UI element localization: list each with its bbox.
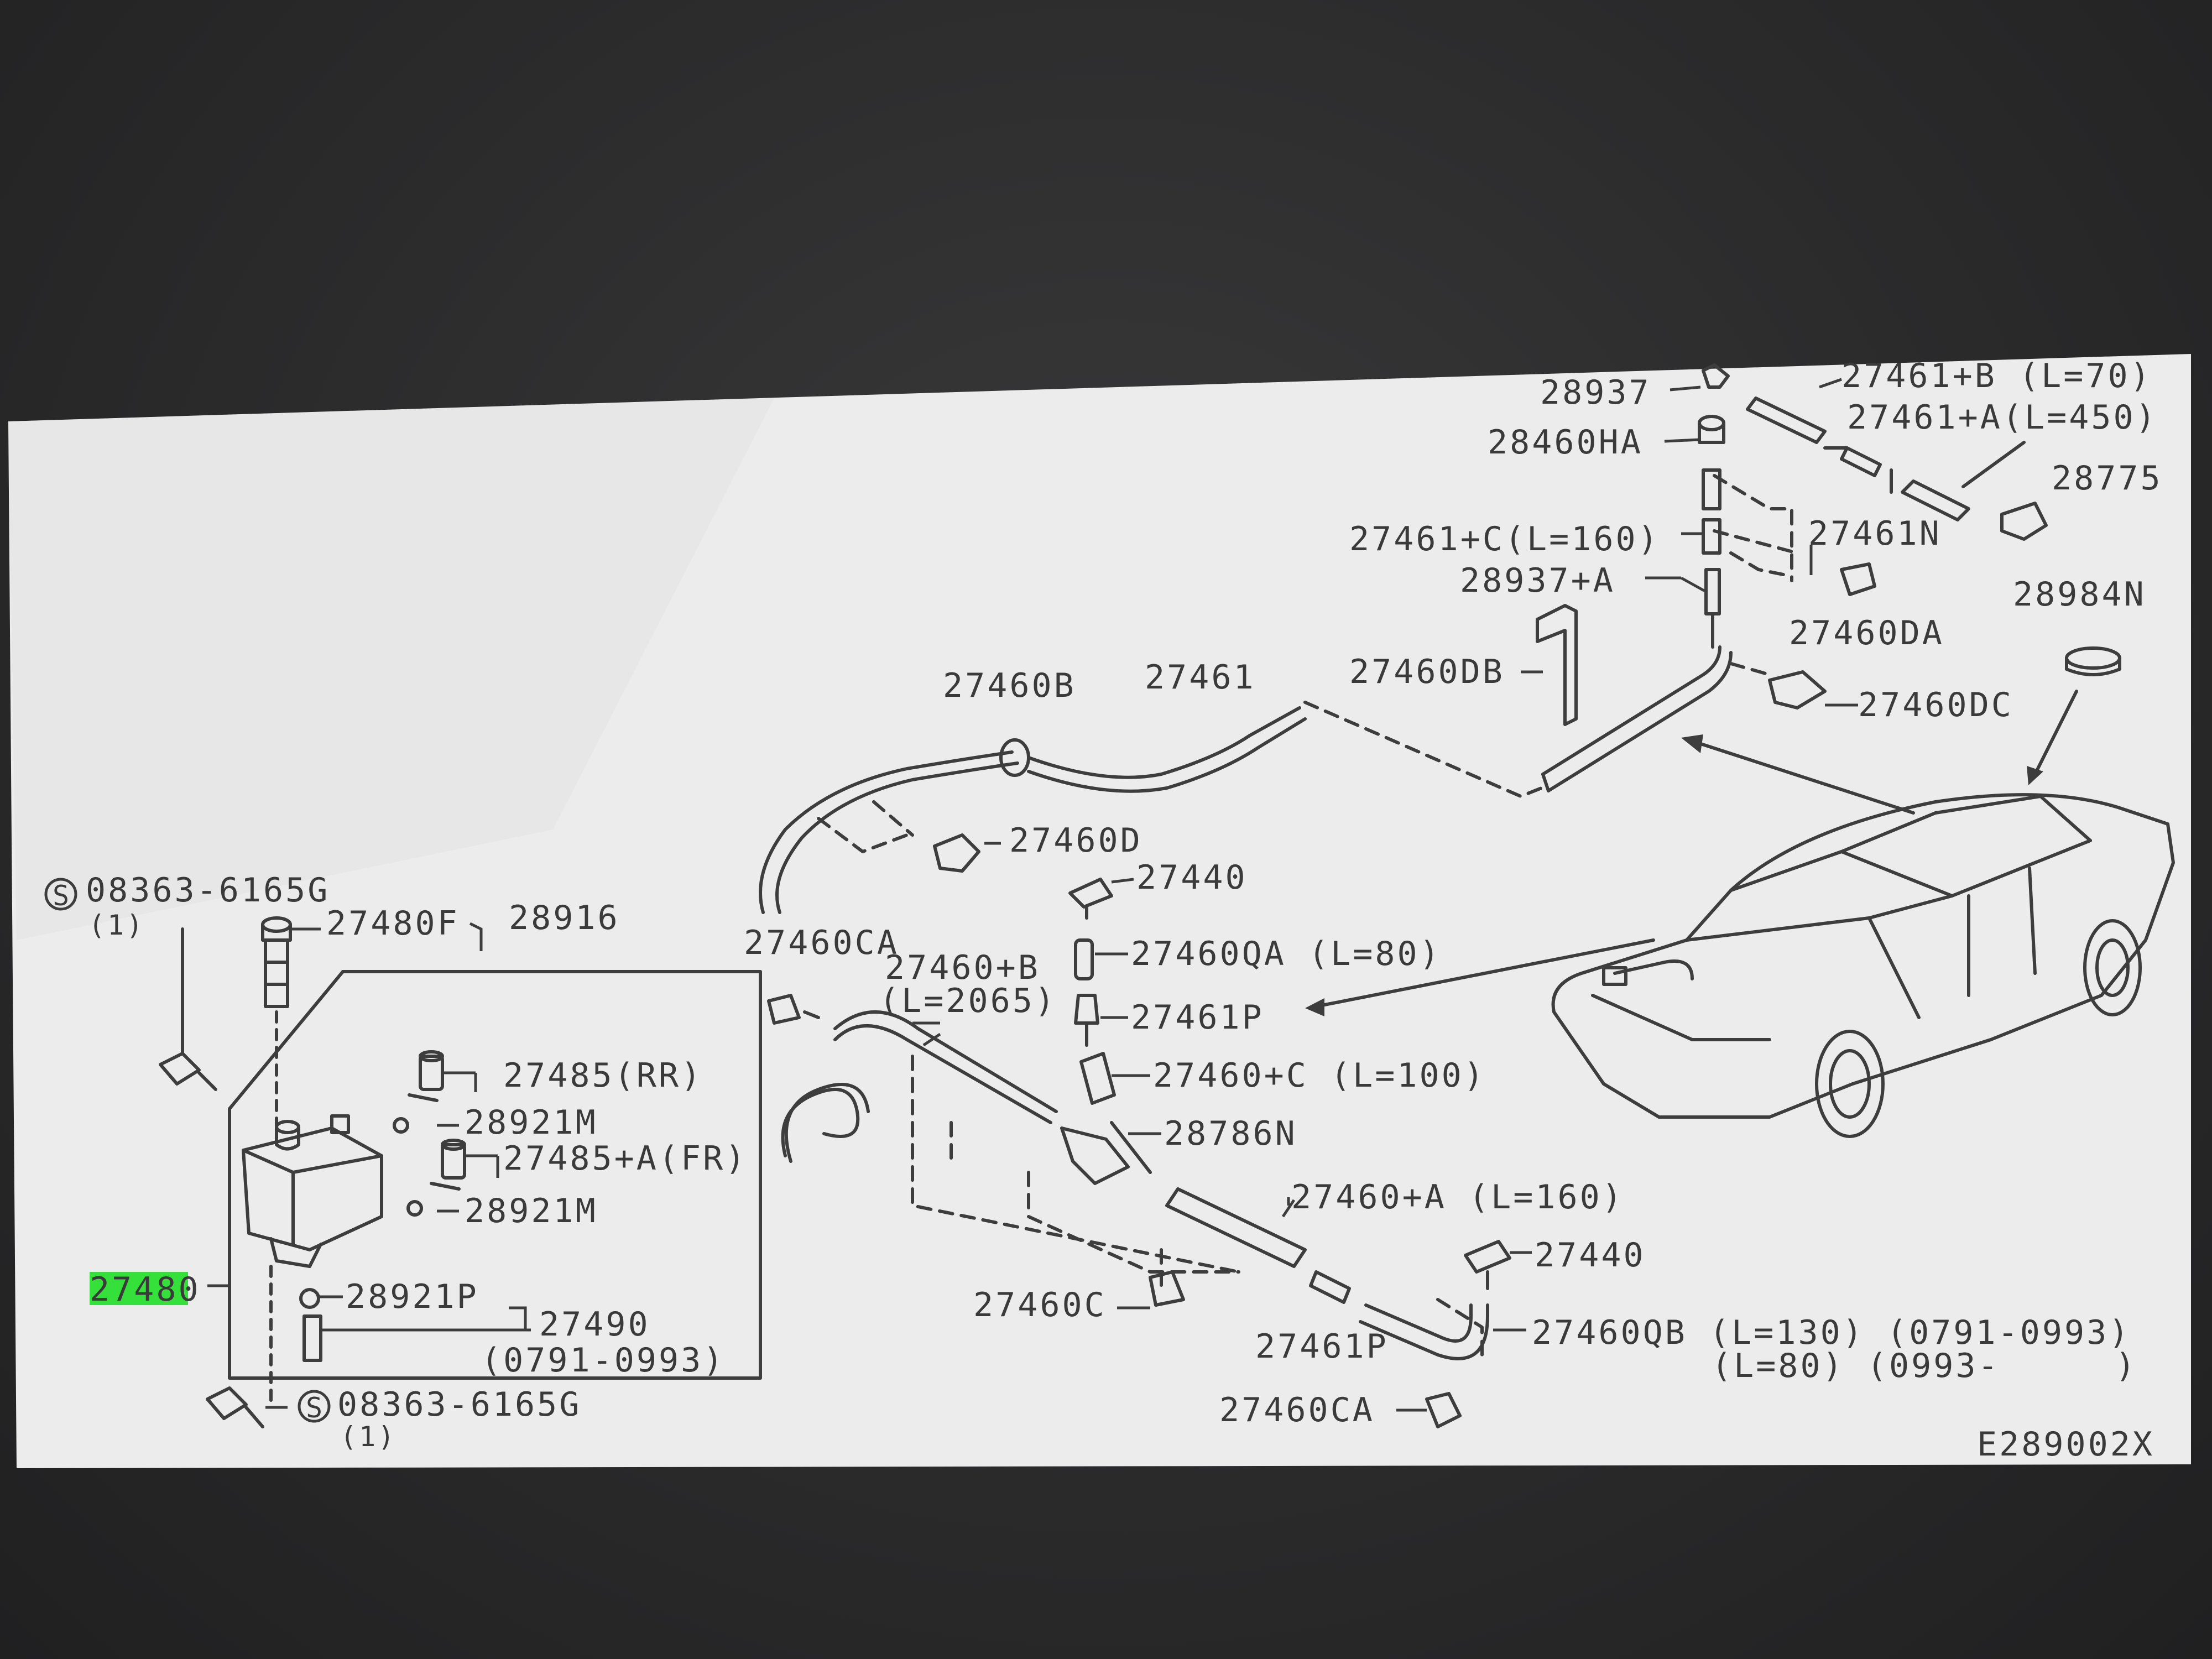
label-08363-top: 08363-6165G: [86, 871, 330, 910]
label-28937-a: 28937+A: [1460, 561, 1615, 600]
label-27485-a: 27485+A(FR): [503, 1139, 747, 1178]
label-28786n: 28786N: [1164, 1114, 1297, 1153]
label-27460c: 27460C: [973, 1286, 1107, 1324]
label-27440-top: 27440: [1136, 858, 1248, 897]
label-28775: 28775: [2052, 459, 2163, 498]
label-27460d: 27460D: [1009, 821, 1142, 860]
label-28921m-1: 28921M: [465, 1103, 598, 1142]
filler-neck-drawing: [261, 916, 292, 1008]
svg-text:S: S: [306, 1392, 322, 1424]
connector-27461n: [1840, 446, 1882, 477]
label-28916: 28916: [509, 899, 620, 937]
label-27460ca-bot: 27460CA: [1219, 1391, 1375, 1430]
label-28921p: 28921P: [346, 1277, 479, 1316]
bolt-bottom-drawing: [206, 1386, 264, 1428]
s-symbol-top: S: [44, 878, 77, 912]
label-27490-range: (0791-0993): [481, 1341, 725, 1380]
nozzle-27440-bot: [1464, 1240, 1511, 1274]
paper-shade: [8, 398, 774, 940]
hose-27460-b: [781, 1024, 1052, 1157]
grommets-drawing: [299, 1117, 423, 1309]
label-27460-b-len: (L=2065): [879, 982, 1057, 1020]
label-27460qb-2: (L=80) (0993-: [1712, 1347, 2000, 1385]
label-27460qb: 27460QB (L=130) (0791-0993): [1532, 1313, 2131, 1352]
label-27461: 27461: [1145, 658, 1256, 697]
connector-27461p-top: [1074, 994, 1099, 1025]
label-27480f: 27480F: [326, 904, 460, 943]
reservoir-group-box: [228, 970, 762, 1380]
label-27460da: 27460DA: [1789, 614, 1944, 653]
hose-27461-b: [1746, 397, 1827, 444]
label-27460ca-top: 27460CA: [744, 924, 899, 962]
pump-fr-drawing: [430, 1139, 466, 1191]
label-27461-b: 27461+B (L=70): [1841, 357, 2152, 395]
clip-27460ca-bot: [1425, 1392, 1462, 1428]
label-28460ha: 28460HA: [1488, 423, 1643, 462]
bracket-27460db: [1536, 604, 1578, 726]
clip-27460c: [1149, 1270, 1185, 1307]
hose-27460-b-main: [759, 750, 1014, 914]
bolt-top-drawing: [159, 927, 217, 1091]
label-27440-bot: 27440: [1535, 1236, 1646, 1275]
label-08363-bot: 08363-6165G: [337, 1385, 581, 1424]
washer-tank-drawing: [242, 1114, 383, 1268]
label-27460db: 27460DB: [1349, 653, 1505, 691]
clip-27460da: [1840, 562, 1876, 596]
label-08363-bot-qty: (1): [340, 1421, 397, 1453]
arrow-heads: [1305, 734, 2043, 1016]
label-28937: 28937: [1540, 373, 1651, 412]
arrow-roof-to-car: [1691, 739, 1915, 815]
nozzle-27440-top: [1068, 878, 1113, 920]
label-27460dc: 27460DC: [1858, 686, 2013, 724]
part-highlight-27480: [90, 1272, 188, 1305]
hose-27461-a: [1901, 479, 1970, 521]
label-08363-top-qty: (1): [88, 909, 145, 941]
hose-27460-c: [1079, 1052, 1116, 1105]
joint-28786n: [1060, 1126, 1130, 1185]
label-27461p-top: 27461P: [1131, 998, 1264, 1037]
label-27480: 27480: [90, 1270, 201, 1309]
clip-27460dc: [1768, 670, 1827, 709]
label-28984n: 28984N: [2013, 575, 2146, 614]
leader-lines: [207, 378, 1858, 1412]
arrow-grommet-to-car: [2033, 690, 2078, 776]
pipe-27460qb: [1364, 1303, 1473, 1343]
label-27460-c: 27460+C (L=100): [1153, 1056, 1486, 1095]
pipe-27460db: [1541, 645, 1721, 776]
car-illustration: [1551, 793, 2175, 1138]
label-27461p-bot: 27461P: [1255, 1327, 1389, 1366]
label-27460b: 27460B: [943, 666, 1076, 705]
box-diagonal: [228, 970, 345, 1110]
label-28921m-2: 28921M: [465, 1192, 598, 1230]
s-symbol-bottom: S: [298, 1390, 331, 1424]
label-27485rr: 27485(RR): [503, 1056, 703, 1095]
label-27461-a: 27461+A(L=450): [1847, 398, 2158, 437]
hose-27460-a: [1165, 1187, 1307, 1268]
label-27461-c: 27461+C(L=160): [1349, 520, 1660, 559]
svg-text:S: S: [53, 880, 69, 912]
figure-code: E289002X: [1977, 1425, 2154, 1464]
label-27460qa: 27460QA (L=80): [1131, 935, 1442, 973]
clip-28775: [2000, 502, 2048, 541]
connector-27461p-bot: [1309, 1270, 1351, 1304]
pump-rr-drawing: [408, 1050, 444, 1102]
clip-27460ca-top: [767, 994, 801, 1025]
label-27461n: 27461N: [1808, 514, 1942, 553]
label-27460-b: 27460+B: [885, 948, 1040, 987]
clip-27460d: [933, 833, 980, 873]
label-27460-a: 27460+A (L=160): [1291, 1178, 1624, 1217]
label-27460qb-close: ): [2115, 1347, 2137, 1385]
arrow-hood-to-car: [1314, 938, 1655, 1008]
hose-27460qa: [1074, 938, 1094, 980]
hose-27461: [1027, 706, 1301, 779]
label-27490: 27490: [539, 1305, 650, 1344]
